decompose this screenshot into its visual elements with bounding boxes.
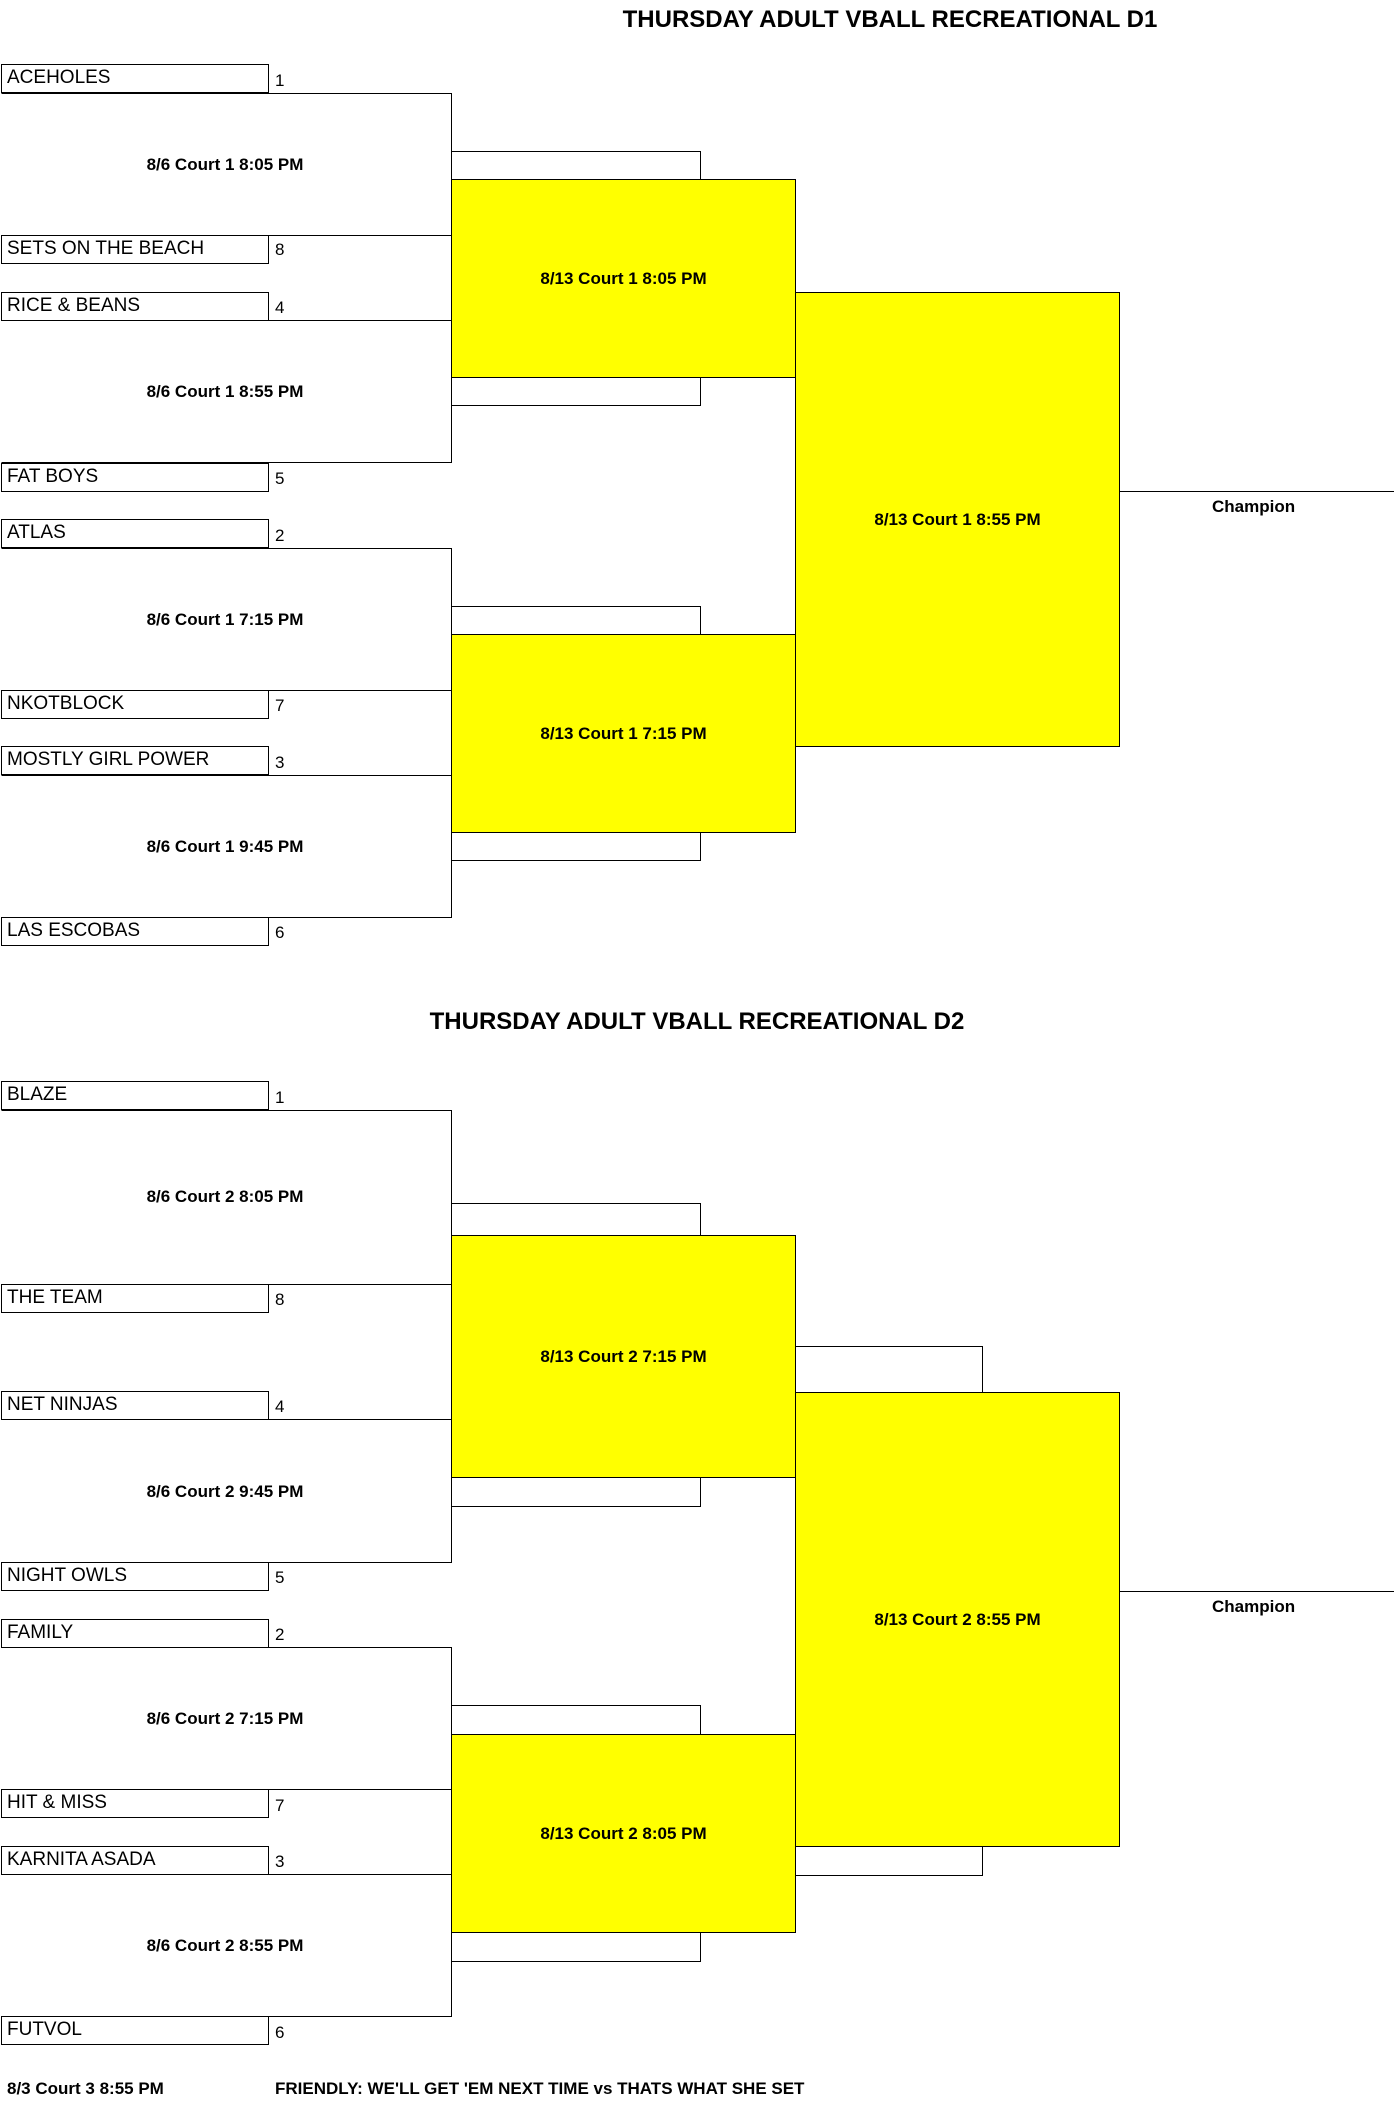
d2-team-7: KARNITA ASADA	[1, 1846, 269, 1875]
d1-r1-label-3: 8/6 Court 1 7:15 PM	[146, 610, 304, 629]
footer-friendly: FRIENDLY: WE'LL GET 'EM NEXT TIME vs THA…	[275, 2079, 805, 2098]
d2-seed-5: 2	[275, 1625, 285, 1644]
d1-seed-3: 4	[275, 298, 285, 317]
d2-champion-label: Champion	[1212, 1597, 1296, 1616]
footer-time: 8/3 Court 3 8:55 PM	[7, 2079, 164, 2098]
d2-r1-label-3: 8/6 Court 2 7:15 PM	[146, 1709, 304, 1728]
d1-team-4: FAT BOYS	[1, 463, 269, 492]
d1-r2-game-1: 8/13 Court 1 8:05 PM	[451, 179, 796, 378]
d2-champion-line	[1119, 1591, 1394, 1592]
d1-seed-4: 5	[275, 469, 285, 488]
d1-team-3: RICE & BEANS	[1, 292, 269, 321]
d1-champion-label: Champion	[1212, 497, 1296, 516]
d2-stub-1	[451, 1203, 701, 1236]
d1-stub-4	[451, 832, 701, 861]
d2-team-4: NIGHT OWLS	[1, 1562, 269, 1591]
d1-seed-8: 6	[275, 923, 285, 942]
d2-r2-label-1: 8/13 Court 2 7:15 PM	[540, 1346, 707, 1366]
d2-r2-game-1: 8/13 Court 2 7:15 PM	[451, 1235, 796, 1478]
d2-r1-label-2: 8/6 Court 2 9:45 PM	[146, 1482, 304, 1501]
d1-stub-3	[451, 606, 701, 635]
d2-seed-4: 5	[275, 1568, 285, 1587]
d1-r2-label-2: 8/13 Court 1 7:15 PM	[540, 723, 707, 743]
d1-seed-6: 7	[275, 696, 285, 715]
d1-seed-1: 1	[275, 71, 285, 90]
d2-seed-6: 7	[275, 1796, 285, 1815]
d1-stub-2	[451, 377, 701, 406]
d1-r1-label-1: 8/6 Court 1 8:05 PM	[146, 155, 304, 174]
d1-team-1: ACEHOLES	[1, 64, 269, 93]
d2-team-3: NET NINJAS	[1, 1391, 269, 1420]
d2-r2-label-2: 8/13 Court 2 8:05 PM	[540, 1823, 707, 1843]
d1-team-5: ATLAS	[1, 519, 269, 548]
d1-r1-label-2: 8/6 Court 1 8:55 PM	[146, 382, 304, 401]
d2-team-6: HIT & MISS	[1, 1789, 269, 1818]
d1-team-2: SETS ON THE BEACH	[1, 235, 269, 264]
d1-r2-game-2: 8/13 Court 1 7:15 PM	[451, 634, 796, 833]
d2-seed-7: 3	[275, 1852, 285, 1871]
d2-team-2: THE TEAM	[1, 1284, 269, 1313]
d2-final-label: 8/13 Court 2 8:55 PM	[874, 1609, 1041, 1629]
d2-stub-4	[451, 1932, 701, 1962]
d2-r1-label-1: 8/6 Court 2 8:05 PM	[146, 1187, 304, 1206]
d2-final-stub-2	[795, 1846, 983, 1876]
d1-team-7: MOSTLY GIRL POWER	[1, 746, 269, 775]
d1-final-game: 8/13 Court 1 8:55 PM	[795, 292, 1120, 747]
d1-team-8: LAS ESCOBAS	[1, 917, 269, 946]
d2-seed-1: 1	[275, 1088, 285, 1107]
d1-final-label: 8/13 Court 1 8:55 PM	[874, 509, 1041, 529]
d2-r1-game-1	[1, 1110, 452, 1285]
d1-r1-label-4: 8/6 Court 1 9:45 PM	[146, 837, 304, 856]
d2-stub-2	[451, 1477, 701, 1507]
d1-stub-1	[451, 151, 701, 180]
d2-team-8: FUTVOL	[1, 2016, 269, 2045]
d1-champion-line	[1119, 491, 1394, 492]
d1-seed-5: 2	[275, 526, 285, 545]
d1-r2-label-1: 8/13 Court 1 8:05 PM	[540, 268, 707, 288]
d2-team-1: BLAZE	[1, 1081, 269, 1110]
d2-stub-3	[451, 1705, 701, 1735]
d1-seed-2: 8	[275, 240, 285, 259]
d2-seed-2: 8	[275, 1290, 285, 1309]
d2-r1-label-4: 8/6 Court 2 8:55 PM	[146, 1936, 304, 1955]
d2-final-game: 8/13 Court 2 8:55 PM	[795, 1392, 1120, 1847]
d1-seed-7: 3	[275, 753, 285, 772]
d2-seed-3: 4	[275, 1397, 285, 1416]
d2-title: THURSDAY ADULT VBALL RECREATIONAL D2	[429, 1008, 965, 1035]
d2-team-5: FAMILY	[1, 1619, 269, 1648]
d1-title: THURSDAY ADULT VBALL RECREATIONAL D1	[622, 6, 1158, 33]
d2-final-stub-1	[795, 1346, 983, 1393]
d2-r2-game-2: 8/13 Court 2 8:05 PM	[451, 1734, 796, 1933]
d2-seed-8: 6	[275, 2023, 285, 2042]
d1-team-6: NKOTBLOCK	[1, 690, 269, 719]
